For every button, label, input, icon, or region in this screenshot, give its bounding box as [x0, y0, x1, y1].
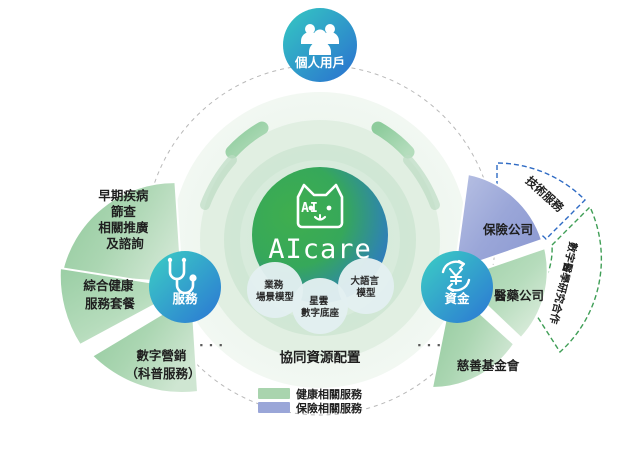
- legend-item-insurance[interactable]: 保險相關服務: [258, 401, 363, 415]
- wedge-label-digital-marketing: 數字營銷 （科普服務）: [125, 348, 200, 381]
- stethoscope-icon: [167, 257, 197, 295]
- wedge-label-charity-foundation: 慈善基金會: [457, 358, 520, 373]
- center-caption: 協同資源配置: [280, 349, 361, 365]
- wedge-label-health-package: 綜合健康 服務套餐: [83, 278, 136, 311]
- brand-wordmark: AIcare: [268, 234, 372, 265]
- bubble-nebula-digital-base[interactable]: 星雲 數字底座: [292, 278, 348, 334]
- svg-text:業務 場景模型: 業務 場景模型: [256, 279, 295, 303]
- ellipsis-right: ▪ ▪ ▪: [418, 340, 443, 350]
- bubble-large-language-model[interactable]: 大語言 模型: [338, 258, 394, 314]
- node-label-users: 個人用戶: [294, 55, 345, 70]
- wedge-label-insurance-company: 保險公司: [482, 222, 533, 237]
- cat-face-icon: [296, 183, 344, 229]
- node-users[interactable]: 個人用戶: [283, 8, 357, 82]
- wedge-insurance-company[interactable]: 保險公司: [453, 172, 544, 272]
- legend: 健康相關服務 保險相關服務: [258, 387, 363, 415]
- svg-text:大語言 模型: 大語言 模型: [351, 275, 382, 299]
- arc-research-cooperation[interactable]: 數字醫學研究合作: [527, 205, 603, 354]
- users-group-icon: [301, 24, 339, 55]
- brand-badge: AI: [301, 201, 319, 216]
- wedge-label-early-screening: 早期疾病 篩查 相關推廣 及諮詢: [98, 188, 151, 251]
- svg-text:星雲 數字底座: 星雲 數字底座: [301, 295, 340, 319]
- node-service[interactable]: 服務: [149, 251, 221, 323]
- wedge-early-screening[interactable]: 早期疾病 篩查 相關推廣 及諮詢: [53, 181, 186, 295]
- currency-recycle-icon: [441, 259, 471, 293]
- legend-label-health: 健康相關服務: [296, 387, 363, 401]
- node-label-service: 服務: [172, 291, 198, 306]
- bubble-business-scene-model[interactable]: 業務 場景模型: [247, 262, 303, 318]
- core-bubble-group: 業務 場景模型 星雲 數字底座 大語言 模型: [247, 258, 394, 334]
- legend-item-health[interactable]: 健康相關服務: [258, 387, 363, 401]
- node-label-funding: 資金: [444, 291, 470, 306]
- wedge-label-pharma-company: 醫藥公司: [494, 288, 544, 303]
- right-wedge-group: 技術服務 數字醫學研究合作 保險公司 醫藥公司 慈善基金會 ▪ ▪ ▪: [418, 162, 603, 390]
- node-funding[interactable]: 資金: [421, 251, 493, 323]
- legend-label-insurance: 保險相關服務: [295, 401, 363, 415]
- ellipsis-left: ▪ ▪ ▪: [200, 340, 225, 350]
